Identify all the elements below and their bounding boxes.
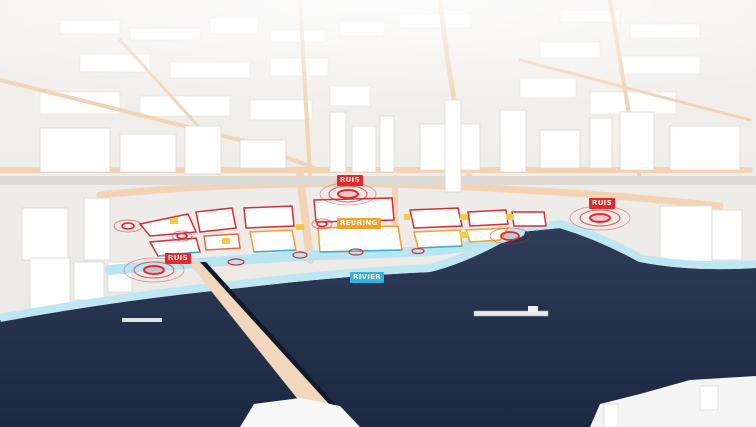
pier (122, 318, 162, 322)
west-buildings (21, 197, 743, 311)
label-reuring: REURING (337, 218, 381, 229)
railway (0, 176, 756, 185)
east-dock-building (699, 385, 719, 411)
east-dock-building-2 (603, 403, 619, 427)
barge-cabin (528, 306, 538, 312)
label-ruis-center: RUIS (337, 175, 363, 186)
noise-source-left (123, 257, 185, 283)
noise-source-right (569, 205, 631, 231)
riverside-promenade (105, 227, 525, 275)
bridge-shadow (200, 262, 356, 427)
label-ruis-left: RUIS (165, 253, 191, 264)
river-water (0, 228, 756, 427)
atmospheric-haze (0, 0, 756, 140)
barge (473, 310, 549, 317)
noise-source-pier (227, 227, 531, 266)
plan-blocks (138, 197, 547, 257)
bridge (188, 262, 350, 427)
noise-source-west (113, 218, 333, 242)
reuring-connectors (170, 214, 514, 244)
riverbank-edge (0, 219, 756, 322)
label-ruis-right: RUIS (589, 198, 615, 209)
foreground-island (240, 398, 360, 427)
label-rivier: RIVIER (350, 272, 384, 283)
